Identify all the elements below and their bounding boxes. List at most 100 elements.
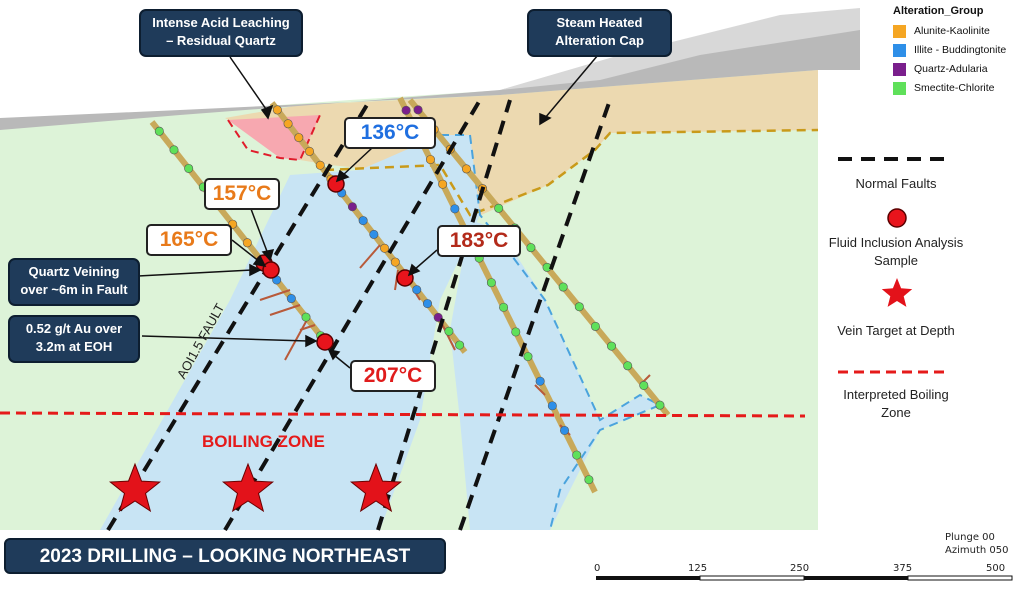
illite-swatch — [893, 44, 906, 57]
title-banner: 2023 DRILLING – LOOKING NORTHEAST — [4, 538, 446, 574]
alteration-bead — [425, 155, 435, 165]
alteration-bead — [347, 202, 357, 212]
illite-zone-east — [450, 220, 660, 530]
steam-cap-boundary — [324, 128, 819, 217]
boiling-zone-line — [0, 411, 806, 418]
vein-targets — [108, 462, 403, 513]
quartz-adularia-swatch — [893, 63, 906, 76]
alteration-bead — [499, 302, 509, 312]
alteration-bead — [655, 400, 665, 410]
boiling-zone-label: BOILING ZONE — [202, 432, 325, 451]
alteration-bead — [560, 425, 570, 435]
alteration-bead — [450, 204, 460, 214]
temp-157: 157°C — [204, 178, 280, 210]
drill-hole-1 — [149, 120, 331, 347]
alteration-bead — [369, 229, 379, 239]
fault-2 — [223, 98, 482, 532]
alteration-bead — [494, 203, 504, 213]
alteration-bead — [511, 327, 521, 337]
callout-steam-cap: Steam Heated Alteration Cap — [527, 9, 672, 57]
temp-136: 136°C — [344, 117, 436, 149]
alteration-bead — [607, 341, 617, 351]
vein-target-star-1 — [108, 462, 162, 513]
alteration-bead — [523, 352, 533, 362]
alteration-bead — [486, 278, 496, 288]
temp-165: 165°C — [146, 224, 232, 256]
alteration-bead — [315, 160, 325, 170]
alteration-bead — [547, 401, 557, 411]
key-normal-faults-label: Normal Faults — [855, 176, 937, 191]
key-inclusion-dot — [887, 208, 907, 228]
alteration-bead — [283, 119, 293, 129]
normal-faults — [106, 98, 612, 532]
alteration-bead — [572, 450, 582, 460]
alteration-bead — [358, 216, 368, 226]
alteration-bead — [301, 312, 311, 322]
alteration-bead — [455, 340, 465, 350]
temp-207: 207°C — [350, 360, 436, 392]
alteration-bead — [242, 238, 252, 248]
key-star-icon — [881, 278, 913, 307]
alteration-bead — [184, 163, 194, 173]
legend-title: Alteration_Group — [893, 5, 984, 17]
callout-gold-intercept: 0.52 g/t Au over 3.2m at EOH — [8, 315, 140, 363]
alteration-bead — [413, 105, 423, 115]
alteration-bead — [380, 243, 390, 253]
alteration-bead — [412, 285, 422, 295]
callout-quartz-veining: Quartz Veining over ~6m in Fault — [8, 258, 140, 306]
scale-tick-0: 0 — [594, 563, 601, 574]
alteration-bead — [461, 164, 471, 174]
fault-4 — [458, 99, 612, 531]
alteration-bead — [286, 294, 296, 304]
temp-183: 183°C — [437, 225, 521, 257]
vein-target-star-3 — [349, 462, 403, 513]
steam-heated-cap — [225, 70, 818, 220]
fault-1 — [106, 98, 372, 532]
illite-zone-main — [100, 135, 480, 530]
sample-165 — [262, 261, 280, 279]
alteration-bead — [305, 146, 315, 156]
acid-leach-zone — [228, 115, 320, 160]
alteration-bead — [558, 282, 568, 292]
key-star — [881, 278, 913, 307]
scale-tick-375: 375 — [893, 563, 913, 574]
alteration-bead — [590, 321, 600, 331]
smectite-swatch — [893, 82, 906, 95]
alteration-bead — [574, 302, 584, 312]
alteration-bead — [154, 126, 164, 136]
alteration-bead — [535, 376, 545, 386]
alteration-bead — [390, 257, 400, 267]
drill-hole-2 — [269, 101, 468, 354]
alteration-bead — [584, 475, 594, 485]
alteration-bead — [639, 380, 649, 390]
scale-tick-125: 125 — [688, 563, 708, 574]
fault-3 — [376, 99, 512, 531]
scale-tick-250: 250 — [790, 563, 810, 574]
key-fluid-inclusion-label: Fluid Inclusion Analysis Sample — [828, 235, 964, 268]
callout-acid-leaching: Intense Acid Leaching – Residual Quartz — [139, 9, 303, 57]
topography-shade — [500, 8, 860, 90]
sample-207 — [316, 333, 334, 351]
alteration-bead — [422, 299, 432, 309]
alteration-bead — [623, 361, 633, 371]
illite-boundary-east — [440, 134, 663, 531]
plunge-label: Plunge 00 — [945, 532, 995, 543]
key-boiling-zone-label: Interpreted Boiling Zone — [843, 387, 949, 420]
alteration-bead — [438, 179, 448, 189]
scale-bar — [596, 575, 1013, 581]
scale-tick-500: 500 — [986, 563, 1006, 574]
callout-arrows — [137, 54, 599, 369]
alteration-bead — [272, 105, 282, 115]
alteration-bead — [169, 145, 179, 155]
vein-target-star-2 — [221, 462, 275, 513]
azimuth-label: Azimuth 050 — [945, 545, 1009, 556]
alteration-bead — [401, 105, 411, 115]
alteration-bead — [433, 312, 443, 322]
key-vein-target-label: Vein Target at Depth — [837, 323, 955, 338]
alteration-bead — [526, 243, 536, 253]
alunite-swatch — [893, 25, 906, 38]
alteration-bead — [294, 133, 304, 143]
alteration-bead — [444, 326, 454, 336]
